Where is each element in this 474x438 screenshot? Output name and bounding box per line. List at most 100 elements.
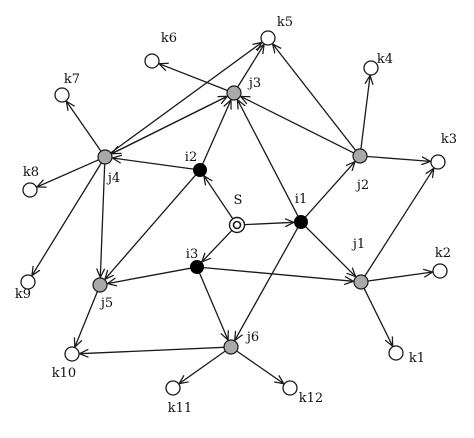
- node-j2: [352, 148, 368, 164]
- label-j2: j2: [355, 178, 369, 193]
- leaf-node-circle: [282, 380, 298, 396]
- hub-node-circle: [226, 85, 242, 101]
- edge-S-to-i2: [204, 176, 234, 219]
- leaf-node-circle: [165, 380, 181, 396]
- label-i1: i1: [295, 192, 307, 207]
- hub-node-circle: [352, 148, 368, 164]
- leaf-node-circle: [388, 345, 404, 361]
- node-k4: [363, 60, 379, 76]
- node-S: [228, 216, 246, 234]
- node-k8: [22, 182, 38, 198]
- relay-node-circle: [193, 163, 207, 177]
- node-j3: [226, 85, 242, 101]
- edge-i1-to-j6: [235, 227, 299, 341]
- edge-j2-to-k5: [273, 44, 357, 151]
- leaf-node-circle: [363, 60, 379, 76]
- node-j5: [92, 277, 108, 293]
- label-k7: k7: [64, 72, 80, 87]
- hub-node-circle: [353, 274, 369, 290]
- label-S: S: [234, 193, 243, 208]
- label-k4: k4: [377, 52, 393, 67]
- edge-j2-to-k4: [360, 75, 370, 150]
- node-k3: [430, 154, 446, 170]
- leaf-node-circle: [144, 53, 160, 69]
- edge-i3-to-j6: [198, 272, 229, 340]
- node-i3: [190, 260, 204, 274]
- edge-i1-to-j2: [304, 162, 355, 218]
- edge-j4-to-j3: [111, 96, 227, 155]
- leaf-node-circle: [64, 346, 80, 362]
- node-k12: [282, 380, 298, 396]
- node-k10: [64, 346, 80, 362]
- node-k9: [20, 274, 36, 290]
- node-k7: [54, 87, 70, 103]
- edge-j6-to-k11: [179, 350, 226, 384]
- hub-node-circle: [97, 149, 113, 165]
- edge-i1-to-j1: [305, 226, 356, 277]
- relay-node-circle: [190, 260, 204, 274]
- label-j6: j6: [245, 330, 259, 345]
- edge-j4-to-j5: [100, 163, 106, 278]
- edge-j4-to-k8: [37, 159, 99, 187]
- label-k5: k5: [277, 15, 293, 30]
- source-node-inner-ring: [232, 220, 242, 230]
- label-k2: k2: [435, 246, 451, 261]
- node-k1: [388, 345, 404, 361]
- node-k11: [165, 380, 181, 396]
- edge-j4-to-k7: [66, 101, 102, 152]
- edges-layer: [32, 42, 434, 383]
- label-j1: j1: [351, 237, 365, 252]
- edge-i2-to-j5: [105, 174, 197, 279]
- label-k3: k3: [441, 132, 457, 147]
- label-k6: k6: [161, 31, 177, 46]
- edge-S-to-i3: [202, 230, 232, 262]
- label-k9: k9: [15, 287, 31, 302]
- label-j5: j5: [99, 296, 113, 311]
- nodes-layer: [20, 30, 448, 396]
- edge-j2-to-j3: [241, 96, 354, 154]
- edge-j6-to-k10: [80, 346, 225, 353]
- hub-node-circle: [92, 277, 108, 293]
- node-k5: [260, 30, 276, 46]
- leaf-node-circle: [260, 30, 276, 46]
- relay-node-circle: [294, 215, 308, 229]
- node-j4: [97, 149, 113, 165]
- edge-j2-to-k3: [366, 155, 431, 162]
- node-k2: [432, 263, 448, 279]
- node-i2: [193, 163, 207, 177]
- edge-j4-to-k9: [32, 162, 102, 276]
- label-i3: i3: [186, 247, 198, 262]
- hub-node-circle: [223, 339, 239, 355]
- edge-j4-to-k5: [110, 42, 262, 154]
- edge-i3-to-j5: [107, 267, 191, 283]
- leaf-node-circle: [432, 263, 448, 279]
- label-j3: j3: [247, 76, 261, 91]
- node-j6: [223, 339, 239, 355]
- leaf-node-circle: [54, 87, 70, 103]
- edge-j5-to-k10: [75, 291, 99, 348]
- label-k10: k10: [52, 366, 76, 381]
- edge-i2-to-j4: [112, 158, 194, 170]
- leaf-node-circle: [430, 154, 446, 170]
- leaf-node-circle: [22, 182, 38, 198]
- label-k1: k1: [409, 351, 425, 366]
- edge-i1-to-j3: [238, 100, 299, 217]
- node-i1: [294, 215, 308, 229]
- edge-j1-to-k1: [363, 288, 393, 346]
- label-j4: j4: [106, 171, 120, 186]
- edge-i2-to-j3: [202, 100, 231, 165]
- leaf-node-circle: [20, 274, 36, 290]
- edge-S-to-i1: [244, 222, 294, 224]
- node-k6: [144, 53, 160, 69]
- label-k8: k8: [23, 165, 39, 180]
- edge-j1-to-k2: [367, 272, 433, 282]
- label-k12: k12: [299, 391, 323, 406]
- edge-j3-to-k6: [159, 64, 228, 92]
- edge-j6-to-k12: [236, 350, 284, 384]
- edge-j1-to-k3: [364, 168, 434, 277]
- edge-i3-to-j1: [203, 266, 354, 282]
- label-k11: k11: [168, 401, 192, 416]
- label-i2: i2: [185, 150, 197, 165]
